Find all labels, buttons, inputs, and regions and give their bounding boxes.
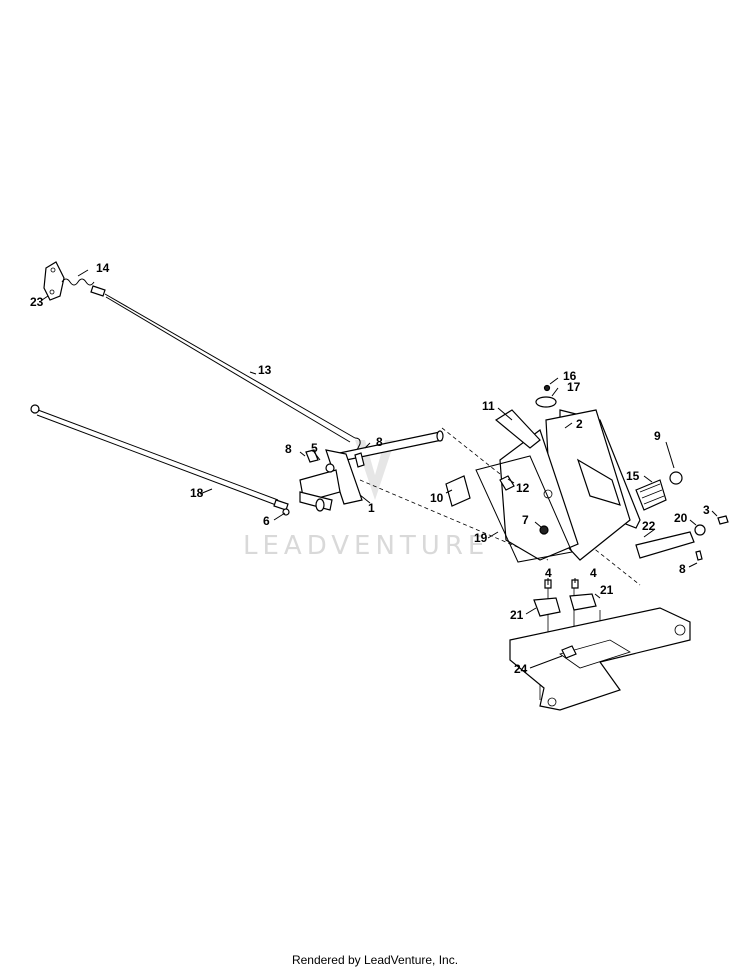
bolt-8b <box>354 452 365 468</box>
knob-17 <box>535 396 557 408</box>
callout-8a: 8 <box>285 442 292 456</box>
callout-7: 7 <box>522 513 529 527</box>
rod-18 <box>30 404 290 516</box>
callout-20: 20 <box>674 511 688 525</box>
leader-lines <box>41 269 718 669</box>
nut-7 <box>539 525 549 535</box>
fastener-24 <box>561 645 577 659</box>
callout-15: 15 <box>626 469 640 483</box>
pedal-22 <box>635 531 695 559</box>
callout-18: 18 <box>190 486 204 500</box>
bolt-4b <box>571 579 579 589</box>
cap-9 <box>669 471 683 485</box>
callout-23: 23 <box>30 295 44 309</box>
washer-5 <box>325 463 335 473</box>
callout-labels: 1 2 3 4 4 5 6 7 8 8 8 9 10 11 12 13 14 1… <box>30 261 710 676</box>
pin-8c <box>695 550 703 561</box>
callout-8c: 8 <box>679 562 686 576</box>
callout-6: 6 <box>263 514 270 528</box>
callout-5: 5 <box>311 441 318 455</box>
rod-19 <box>475 455 573 563</box>
mounting-clips <box>533 579 597 617</box>
callout-11: 11 <box>482 399 495 413</box>
screw-16 <box>543 384 551 392</box>
callout-4b: 4 <box>590 566 597 580</box>
watermark-text: LEADVENTURE <box>243 531 489 561</box>
base-plate <box>509 607 691 711</box>
callout-1: 1 <box>368 501 375 515</box>
callout-21b: 21 <box>600 583 614 597</box>
callout-2: 2 <box>576 417 583 431</box>
clip-21b <box>569 593 597 611</box>
callout-21a: 21 <box>510 608 524 622</box>
callout-16: 16 <box>563 369 577 383</box>
clip-21a <box>533 597 561 617</box>
cable-assembly-upper <box>43 261 361 453</box>
pedal-assembly <box>445 384 729 563</box>
callout-12: 12 <box>516 481 530 495</box>
washer-20 <box>694 524 706 536</box>
callout-3: 3 <box>703 503 710 517</box>
callout-22: 22 <box>642 519 656 533</box>
callout-24: 24 <box>514 662 528 676</box>
clip-12 <box>499 475 515 491</box>
callout-17: 17 <box>567 380 581 394</box>
callout-10: 10 <box>430 491 444 505</box>
bracket-23 <box>43 261 65 301</box>
footer-credit: Rendered by LeadVenture, Inc. <box>291 953 459 967</box>
callout-9: 9 <box>654 429 661 443</box>
callout-4a: 4 <box>545 566 552 580</box>
callout-14: 14 <box>96 261 110 275</box>
cable-13 <box>104 293 356 439</box>
grip-15 <box>635 479 667 511</box>
callout-19: 19 <box>474 531 488 545</box>
lever-11 <box>494 409 541 449</box>
pad-10 <box>445 475 471 507</box>
callout-8b: 8 <box>376 435 383 449</box>
callout-13: 13 <box>258 363 272 377</box>
pivot-assembly-1 <box>299 430 444 512</box>
spring-14 <box>61 278 95 286</box>
bolt-3 <box>717 515 729 525</box>
